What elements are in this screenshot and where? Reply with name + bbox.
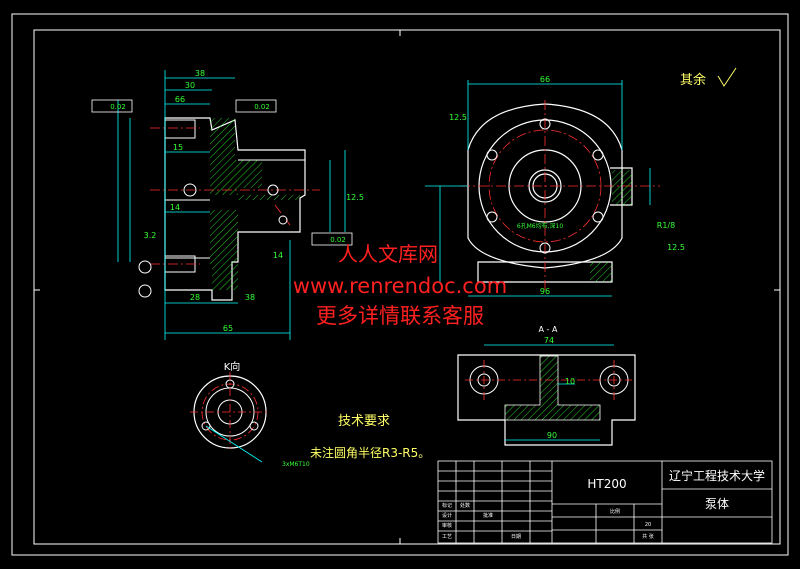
dim-left-14b: 14 [273,251,283,260]
dim-right-r: R1/8 [657,221,675,230]
dim-right-12-5b: 12.5 [667,243,685,252]
tb-row-label-3: 设计 [442,512,452,519]
tb-row-label-8: 共 张 [642,533,654,540]
datum-b-marker [138,284,152,298]
k-view-label: K向 [224,360,241,373]
trim-marks [34,30,780,544]
k-view: K向 3xM6T10 [190,360,310,468]
watermark-line-2: www.renrendoc.com [293,274,507,298]
left-section-view: 38 30 66 15 14 14 28 38 65 12.5 3.2 0.02… [91,69,364,340]
roughness-note: 其余 [680,72,706,88]
section-a-a-view: A - A 74 10 90 [457,325,636,446]
tb-row-label-1: 标记 [442,502,452,509]
part-name: 泵体 [705,497,729,511]
dim-left-38b: 38 [245,293,255,302]
tolerance-frame-3: 0.02 [330,236,346,244]
watermark-line-1: 人人文库网 [338,242,438,266]
tb-row-label-7: 日期 [511,534,521,540]
inner-frame [33,29,781,545]
dim-left-66: 66 [175,95,185,104]
section-a-a-label: A - A [539,325,558,334]
university-name: 辽宁工程技术大学 [669,468,765,483]
dim-left-14: 14 [170,203,180,212]
tb-scale-value: 20 [645,522,651,528]
tb-row-label-2: 处数 [460,502,470,509]
dim-left-top-38: 38 [195,69,205,78]
dim-left-top-30: 30 [185,81,195,90]
tb-scale-label: 比例 [610,508,620,515]
k-view-dim: 3xM6T10 [282,461,310,468]
watermark-line-3: 更多详情联系客服 [316,304,484,328]
title-block [437,460,773,544]
dim-section-10: 10 [565,377,575,386]
roughness-symbol-icon [717,67,737,87]
dim-right-96: 96 [540,287,550,296]
right-front-view: 66 96 12.5 12.5 R1/8 6孔M6均布,深10 [425,75,685,297]
circle-note: 6孔M6均布,深10 [517,222,564,230]
dim-right-12-5: 12.5 [449,113,467,122]
tb-row-label-4: 审核 [442,522,452,529]
dim-left-65: 65 [223,324,233,333]
sheet-border [11,13,789,556]
dim-left-15: 15 [173,143,183,152]
tech-requirements-note: 未注圆角半径R3-R5。 [310,445,430,460]
tb-row-label-5: 工艺 [442,534,452,540]
tolerance-frame-2: 0.02 [254,103,270,111]
tech-requirements-title: 技术要求 [338,414,390,429]
dim-right-66: 66 [540,75,550,84]
dim-left-12-5: 12.5 [346,193,364,202]
tb-row-label-6: 批准 [483,512,493,519]
dim-section-74: 74 [544,336,554,345]
datum-a-marker [138,260,152,274]
tolerance-frame-1: 0.02 [110,103,126,111]
material-label: HT200 [587,477,626,491]
dim-section-90: 90 [547,431,557,440]
dim-left-3-2: 3.2 [144,231,157,240]
dim-left-28: 28 [190,293,200,302]
